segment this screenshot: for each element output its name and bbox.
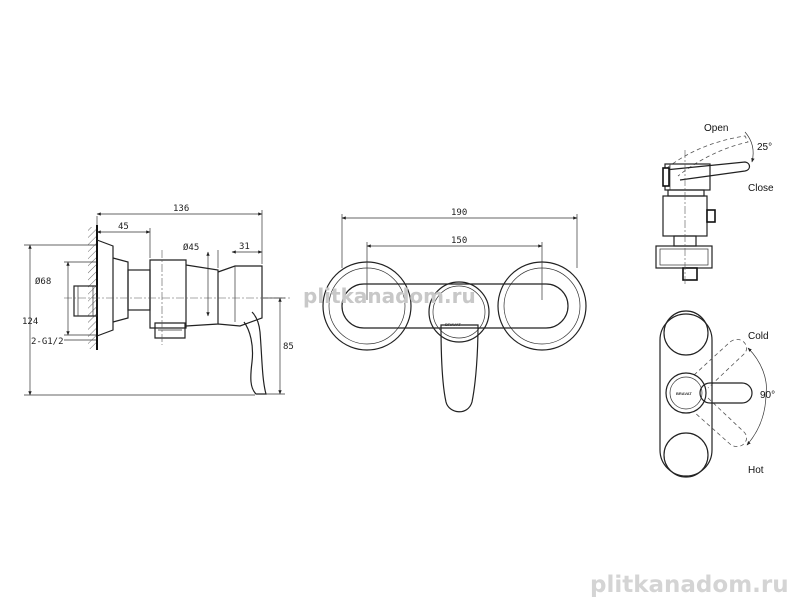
dim-124: 124 bbox=[22, 317, 38, 327]
watermark-bottom: plitkanadom.ru bbox=[590, 572, 789, 598]
lever-handle bbox=[243, 311, 267, 395]
hot-label: Hot bbox=[748, 465, 764, 476]
dim-d68: Ø68 bbox=[35, 276, 51, 287]
watermark-center: plitkanadom.ru bbox=[303, 284, 476, 308]
closed-lever bbox=[664, 161, 751, 181]
rotation-brand: BRAVAT bbox=[676, 391, 692, 396]
dim-31: 31 bbox=[239, 242, 250, 252]
front-view: BRAVAT 190 150 bbox=[322, 208, 587, 413]
dim-190: 190 bbox=[451, 208, 467, 218]
rotate-angle-label: 90° bbox=[760, 390, 775, 401]
rotation-detail: BRAVAT Cold 90° Hot bbox=[659, 310, 775, 478]
rotation-body bbox=[659, 313, 713, 477]
tilt-angle-label: 25° bbox=[757, 142, 772, 153]
hot-lever-ghost bbox=[693, 397, 747, 448]
front-body bbox=[341, 283, 569, 329]
dim-d45: Ø45 bbox=[183, 242, 199, 253]
open-lever-ghost bbox=[666, 135, 749, 177]
open-label: Open bbox=[704, 123, 728, 134]
cartridge-cap bbox=[217, 265, 263, 327]
dim-136: 136 bbox=[173, 204, 189, 214]
outlet-spout bbox=[154, 322, 186, 339]
flange-ring bbox=[112, 257, 129, 323]
close-label: Close bbox=[748, 183, 774, 194]
dim-150: 150 bbox=[451, 236, 467, 246]
mixer-body bbox=[149, 259, 187, 329]
wall-hatch bbox=[88, 227, 97, 349]
cold-label: Cold bbox=[748, 331, 769, 342]
cold-lever-ghost bbox=[693, 338, 747, 389]
rotation-cartridge bbox=[665, 372, 707, 414]
front-cartridge bbox=[428, 281, 490, 343]
rotation-lever bbox=[699, 382, 753, 404]
dim-45: 45 bbox=[118, 222, 129, 232]
side-view: 136 45 Ø45 31 124 Ø68 2-G1/2 85 bbox=[22, 204, 294, 396]
dim-thread: 2-G1/2 bbox=[31, 337, 64, 347]
eccentric-pipe bbox=[127, 269, 151, 311]
flange bbox=[96, 239, 114, 337]
tilt-detail: Open 25° Close bbox=[655, 123, 774, 285]
thread-connector bbox=[73, 285, 98, 317]
front-brand: BRAVAT bbox=[445, 322, 461, 327]
front-lever bbox=[440, 324, 479, 413]
dim-85: 85 bbox=[283, 342, 294, 352]
